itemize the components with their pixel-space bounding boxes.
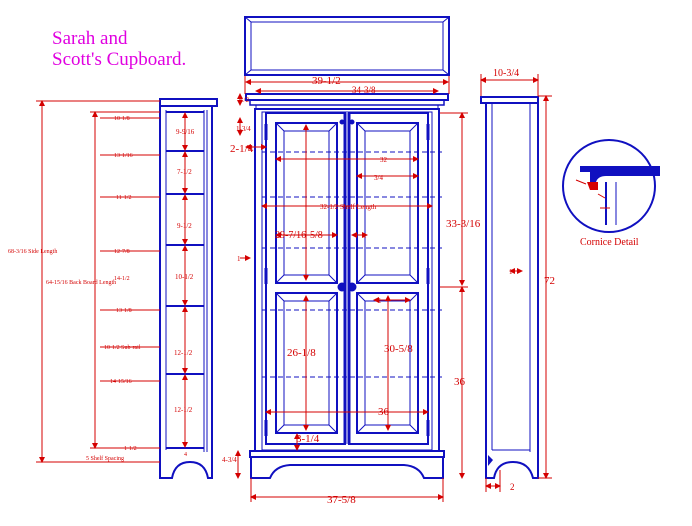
dim-d1: 1-3/4	[236, 125, 251, 133]
dim-d3: 1	[237, 255, 241, 263]
dim-upper-gap: 5/8	[310, 230, 323, 241]
dim-foot: 2	[510, 482, 515, 492]
dim-door-height: 36	[454, 376, 466, 388]
dim-lower-panel-right: 30-5/8	[384, 343, 413, 355]
cornice-detail: Cornice Detail	[562, 139, 660, 248]
dim-top-width: 39-1/2	[312, 75, 341, 87]
dim-frame-height: 33-3/16	[446, 218, 481, 230]
dimension-text: 39-1/2 34-3/8 10-3/4 72 36 33-3/16 37-5/…	[8, 68, 555, 506]
dim-shelf-length: 32-1/2 Shelf Length	[320, 203, 377, 211]
dim-l4: 12-7/8	[114, 249, 130, 255]
top-view	[244, 16, 450, 76]
dim-inner-width: 36	[378, 406, 390, 418]
dim-l9: 1-1/2	[124, 446, 137, 452]
dim-d5: 1	[509, 268, 513, 276]
dim-lower-panel-left: 26-1/8	[287, 347, 316, 359]
dim-s2: 7-1/2	[177, 168, 192, 176]
side-section-view	[159, 98, 218, 479]
dim-top-depth: 10-3/4	[493, 68, 519, 79]
dim-l3: 11-1/2	[116, 195, 131, 201]
cornice-detail-label: Cornice Detail	[580, 237, 639, 248]
dim-s3: 9-1/2	[177, 222, 192, 230]
dim-l1: 10-1/8	[114, 116, 130, 122]
dim-foot-height: 4-3/4	[222, 456, 237, 464]
dim-s6: 12-1/2	[174, 406, 193, 414]
dim-d4: 1	[363, 232, 367, 240]
dim-s1: 9-9/16	[176, 128, 195, 136]
dim-top-inner: 34-3/8	[352, 85, 376, 95]
dim-d2: 1/2	[240, 96, 249, 104]
dim-back-length: 64-15/16 Back Board Length	[46, 280, 116, 286]
dim-s5: 12-1/2	[174, 349, 193, 357]
dim-l7: 10-1/2 Sub-rail	[104, 345, 141, 351]
title-line-2: Scott's Cupboard.	[52, 49, 187, 70]
dim-d7: 1	[378, 297, 382, 305]
dim-l2: 13-1/16	[114, 153, 133, 159]
title-line-1: Sarah and	[52, 28, 128, 49]
dim-l6: 13-1/8	[116, 308, 132, 314]
dim-s4: 10-1/2	[175, 273, 194, 281]
dim-d6: 3/4	[374, 174, 383, 182]
dim-l5: 14-1/2	[114, 276, 130, 282]
dim-total-height: 72	[544, 275, 555, 287]
dim-l10: 5 Shelf Spacing	[86, 455, 124, 462]
dim-l8: 14-15/16	[110, 379, 132, 385]
dim-mid-span: 32	[380, 156, 388, 164]
dim-rail-bottom: 3-1/4	[296, 433, 320, 445]
dim-bottom-width: 37-5/8	[327, 494, 356, 506]
dimension-lines	[36, 74, 552, 502]
dim-d8: 4	[184, 452, 187, 458]
right-side-view	[480, 96, 539, 479]
dim-side-length: 68-3/16 Side Length	[8, 249, 57, 255]
front-view	[245, 93, 449, 479]
dim-stile: 2-1/4	[230, 143, 254, 155]
dim-upper-panel: 29-7/16	[275, 230, 306, 241]
